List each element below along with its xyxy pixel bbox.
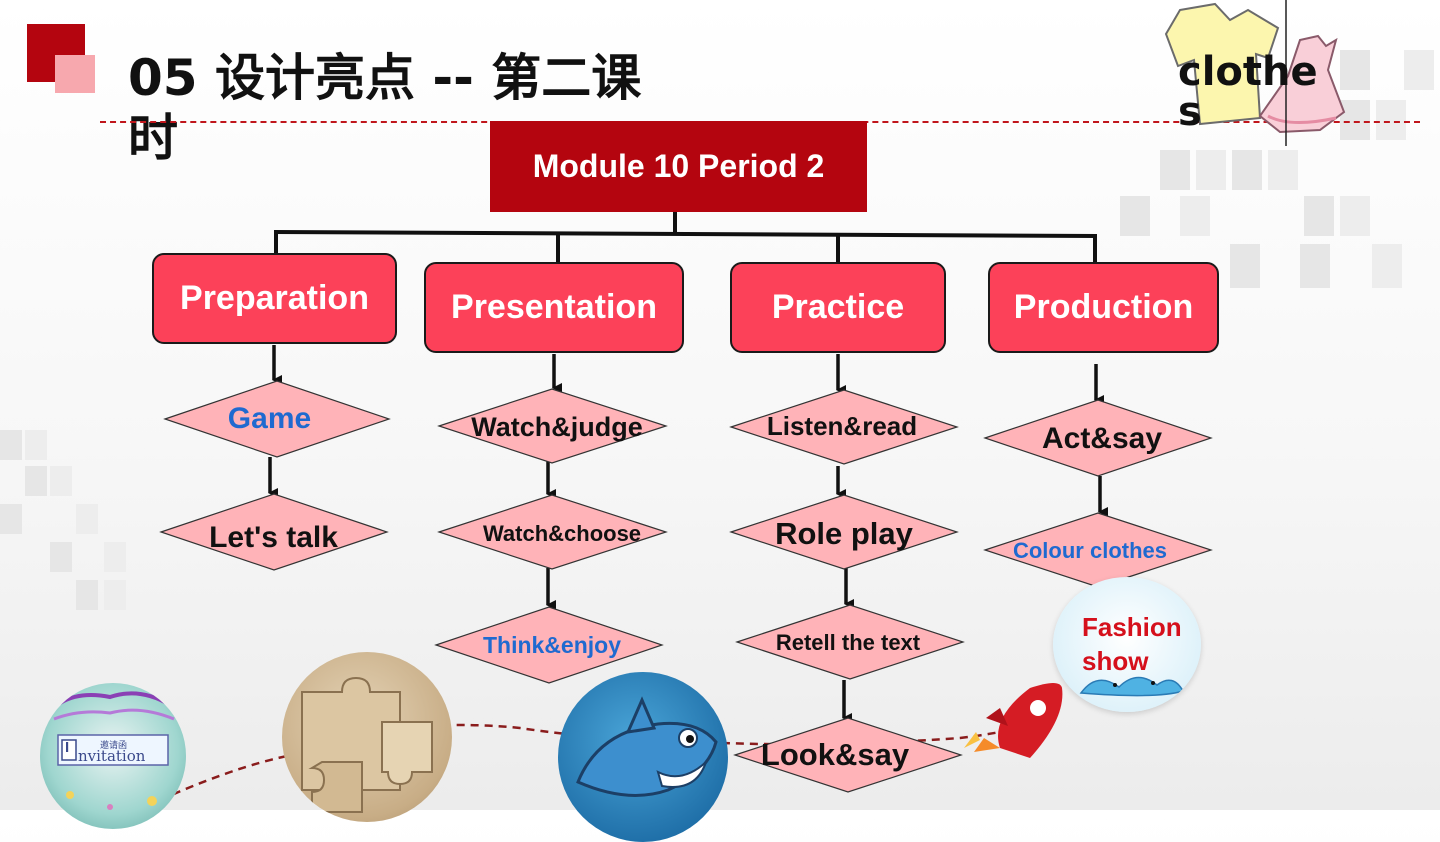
step-diamonds — [159, 380, 1213, 793]
puzzle-image — [282, 652, 452, 822]
fashion-show-bubble — [1053, 577, 1201, 712]
step-listen-read: Listen&read — [766, 411, 918, 441]
puzzle-icon — [301, 676, 433, 813]
shark-icon — [576, 696, 718, 797]
invitation-image: I 邀请函 nvitation — [40, 683, 186, 829]
diamond-look-say — [733, 717, 963, 793]
module-header: Module 10 Period 2 — [490, 121, 867, 212]
step-colour-clothes: Colour clothes — [1012, 538, 1167, 563]
diamond-watch-choose — [437, 494, 668, 570]
invitation-initial: I — [65, 739, 70, 756]
whale-icon — [1079, 676, 1185, 697]
diamond-think-enjoy — [434, 606, 664, 684]
step-watch-judge: Watch&judge — [471, 412, 643, 442]
diamond-lets-talk — [159, 493, 389, 571]
diamond-listen-read — [729, 389, 959, 465]
stage-practice: Practice — [730, 262, 946, 353]
page-title: 05 设计亮点 -- 第二课时 — [128, 49, 642, 167]
rocket-icon — [964, 683, 1063, 758]
diamond-colour — [983, 512, 1213, 588]
step-act-say: Act&say — [1041, 422, 1163, 455]
shark-image — [558, 672, 728, 842]
diamond-role-play — [729, 494, 959, 570]
invitation-text: nvitation — [78, 747, 146, 765]
invitation-tag: 邀请函 — [100, 741, 128, 751]
fashion-show-label: Fashion show — [1082, 612, 1182, 676]
flow-connectors — [268, 212, 1108, 723]
stage-production: Production — [988, 262, 1219, 353]
step-watch-choose: Watch&choose — [482, 521, 642, 546]
clothes-icon — [1164, 0, 1346, 146]
stage-presentation: Presentation — [424, 262, 684, 353]
step-lets-talk: Let's talk — [209, 521, 338, 554]
stage-preparation: Preparation — [152, 253, 397, 344]
step-think-enjoy: Think&enjoy — [482, 632, 621, 658]
step-role-play: Role play — [775, 516, 913, 551]
invitation-card-icon — [53, 691, 175, 810]
corner-label: clothes — [1178, 49, 1318, 135]
step-look-say: Look&say — [760, 737, 910, 772]
step-retell: Retell the text — [775, 630, 921, 655]
diamond-watch-judge — [437, 388, 668, 464]
diamond-retell — [735, 604, 965, 680]
diamond-act-say — [983, 399, 1213, 477]
diamond-game — [163, 380, 391, 458]
step-game: Game — [227, 402, 312, 435]
